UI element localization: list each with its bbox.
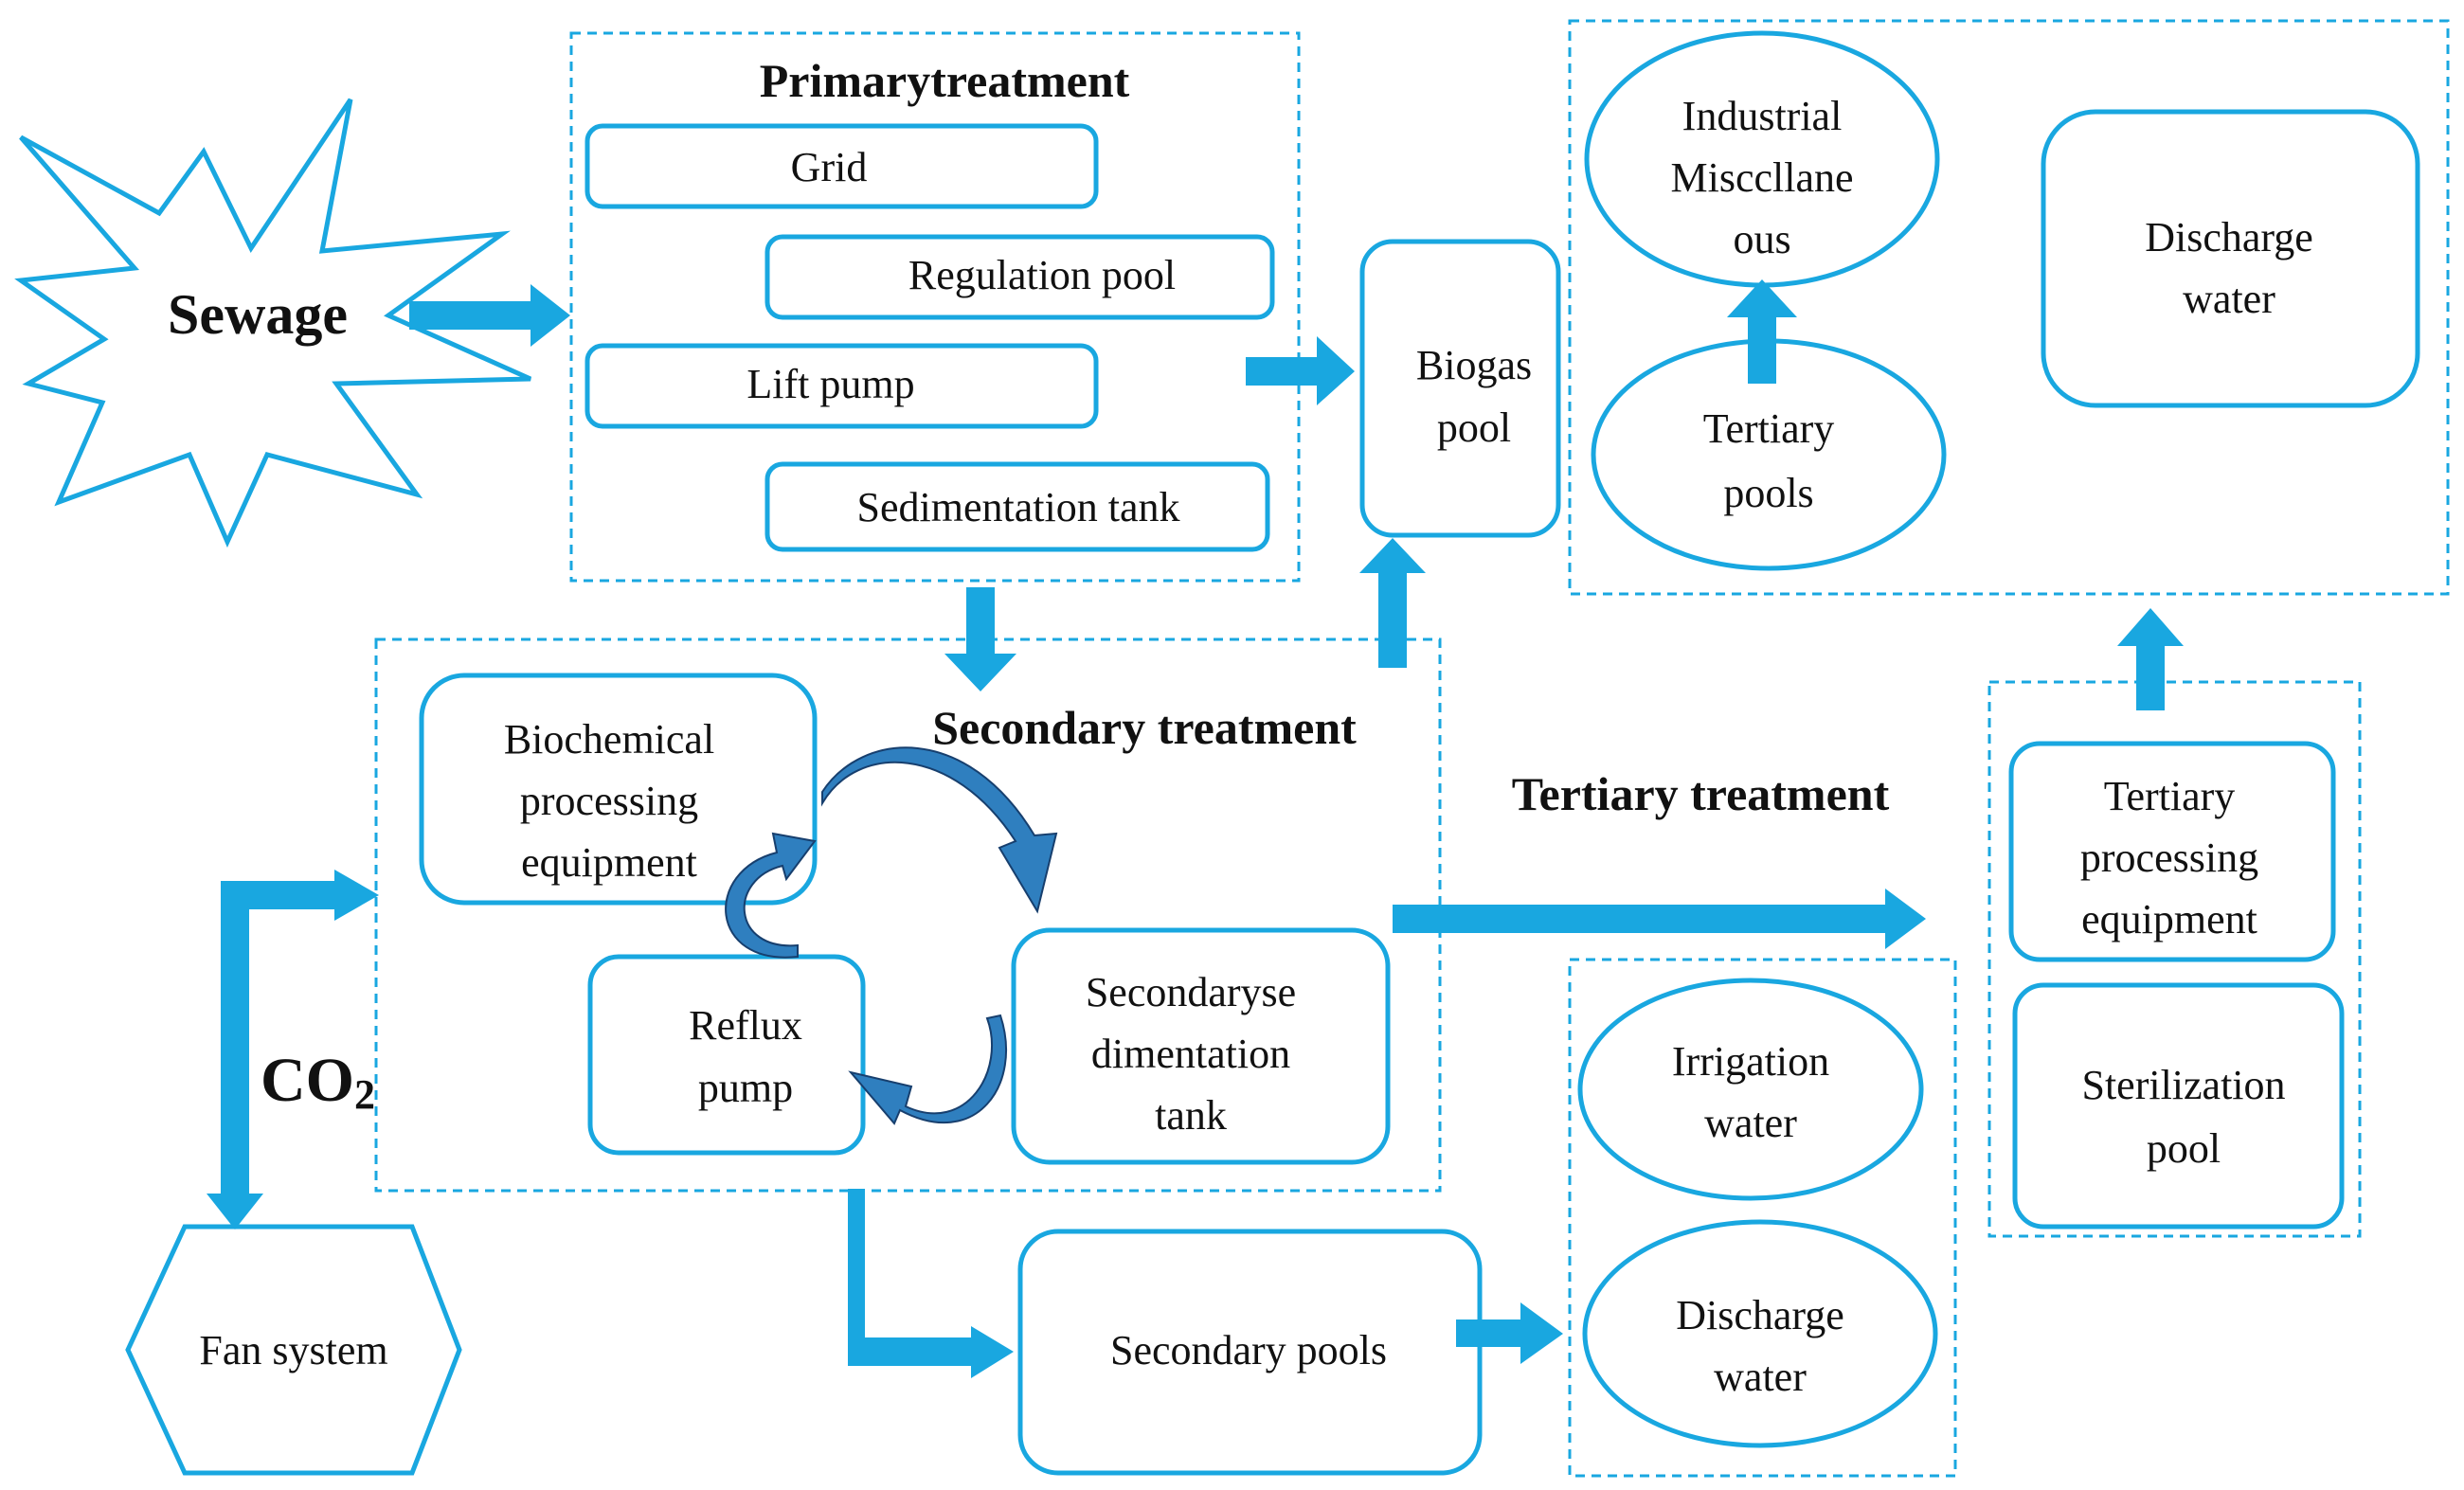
biochemical-line-2: processing [520, 778, 698, 824]
sterilization-pool-line-2: pool [2147, 1125, 2221, 1172]
flow-arrows [207, 279, 2184, 1378]
discharge-bottom-line-2: water [1714, 1354, 1807, 1400]
tertiary-processing-line-1: Tertiary [2104, 773, 2236, 819]
sterilization-pool-line-1: Sterilization [2081, 1062, 2285, 1108]
fan-system-hexagon [125, 1224, 462, 1476]
reflux-pump-line-1: Reflux [689, 1002, 802, 1049]
discharge-bottom-line-1: Discharge [1676, 1292, 1844, 1338]
biogas-pool-node: Biogas pool [1359, 239, 1561, 538]
tertiary-pools-line-1: Tertiary [1703, 405, 1835, 452]
biogas-pool-line-1: Biogas [1416, 342, 1532, 388]
irrigation-line-2: water [1704, 1100, 1797, 1146]
tertiary-pools-line-2: pools [1723, 470, 1813, 516]
tertiary-processing-box [2008, 741, 2336, 962]
biogas-pool-line-2: pool [1437, 404, 1511, 451]
irrigation-line-1: Irrigation [1672, 1038, 1829, 1085]
tertiary-processing-group [1987, 680, 2362, 1238]
secondary-pools-node: Secondary pools [1017, 1229, 1483, 1476]
sewage-starburst-icon [14, 98, 532, 548]
sewage-label: Sewage [168, 283, 348, 346]
fan-system-label: Fan system [199, 1327, 387, 1373]
tertiary-treatment-label: Tertiary treatment [1512, 767, 1890, 820]
secondary-treatment-title: Secondary treatment [932, 701, 1357, 754]
primary-treatment-title: Primarytreatment [760, 54, 1130, 107]
reflux-pump-line-2: pump [698, 1065, 793, 1111]
irrigation-water-ellipse [1577, 978, 1924, 1201]
secondary-sedimentation-line-1: Secondaryse [1086, 969, 1296, 1015]
tertiary-processing-line-3: equipment [2081, 896, 2257, 942]
arrow-primary-to-secondary [944, 587, 1016, 691]
lift-pump-label: Lift pump [746, 361, 914, 407]
tertiary-top-group [1568, 19, 2450, 596]
biochemical-line-3: equipment [521, 839, 697, 886]
regulation-pool-box [764, 234, 1275, 320]
co2-subscript: 2 [354, 1071, 375, 1118]
curved-arrow-biochem-to-sedimentation [821, 746, 1058, 914]
discharge-water-top-line-2: water [2183, 276, 2275, 322]
regulation-pool-node: Regulation pool [764, 234, 1275, 320]
biochemical-box [419, 673, 818, 906]
secondary-pools-label: Secondary pools [1110, 1327, 1387, 1373]
industrial-line-2: Misccllane [1670, 154, 1853, 201]
industrial-miscellaneous-node: Industrial Misccllane ous [1584, 30, 1940, 288]
discharge-water-top-line-1: Discharge [2145, 214, 2313, 260]
secondary-sedimentation-line-2: dimentation [1091, 1031, 1290, 1077]
arrow-tertiary-pools-to-industrial [1727, 279, 1797, 384]
discharge-water-bottom-node: Discharge water [1582, 1219, 1938, 1448]
sedimentation-tank-box [764, 461, 1270, 552]
arrow-secondary-to-secondary-pools [848, 1189, 1014, 1378]
biochemical-node: Biochemical processing equipment [419, 673, 818, 906]
secondary-pools-box [1017, 1229, 1483, 1476]
discharge-water-top-node: Discharge water [2041, 109, 2420, 408]
arrow-secondary-pools-to-discharge [1456, 1302, 1563, 1364]
arrow-secondary-to-tertiary [1393, 889, 1926, 949]
co2-label: CO2 [261, 1046, 375, 1118]
curved-arrow-reflux-to-biochem [725, 832, 817, 959]
co2-main: CO [261, 1046, 354, 1115]
arrow-sewage-to-primary [409, 284, 570, 347]
industrial-line-1: Industrial [1682, 93, 1843, 139]
sedimentation-tank-node: Sedimentation tank [764, 461, 1270, 552]
irrigation-water-node: Irrigation water [1577, 978, 1924, 1201]
arrow-tertiary-equipment-to-top [2117, 608, 2184, 710]
arrow-co2-to-secondary [207, 870, 379, 1230]
primary-treatment-group [569, 31, 1301, 583]
discharge-water-top-box [2041, 109, 2420, 408]
grid-label: Grid [791, 144, 868, 190]
reflux-pump-node: Reflux pump [587, 954, 866, 1156]
curved-arrow-sedimentation-to-reflux [848, 1014, 1007, 1125]
sterilization-pool-box [2012, 982, 2345, 1230]
secondary-sedimentation-line-3: tank [1155, 1092, 1227, 1139]
grid-box [585, 123, 1099, 209]
circulation-arrows [725, 746, 1058, 1125]
grid-node: Grid [585, 123, 1099, 209]
biogas-pool-box [1359, 239, 1561, 538]
lift-pump-node: Lift pump [585, 343, 1099, 429]
lift-pump-box [585, 343, 1099, 429]
fan-system-node: Fan system [125, 1224, 462, 1476]
tertiary-pools-node: Tertiary pools [1591, 338, 1947, 571]
reflux-pump-box [587, 954, 866, 1156]
secondary-sedimentation-node: Secondaryse dimentation tank [1011, 927, 1391, 1165]
tertiary-processing-node: Tertiary processing equipment [2008, 741, 2336, 962]
arrow-primary-to-biogas [1246, 336, 1355, 405]
regulation-pool-label: Regulation pool [908, 252, 1176, 298]
arrow-secondary-to-biogas [1359, 538, 1426, 668]
discharge-water-bottom-ellipse [1582, 1219, 1938, 1448]
sedimentation-tank-label: Sedimentation tank [857, 484, 1180, 530]
secondary-sedimentation-box [1011, 927, 1391, 1165]
sterilization-pool-node: Sterilization pool [2012, 982, 2345, 1230]
sewage-node: Sewage [14, 98, 532, 548]
industrial-line-3: ous [1733, 216, 1790, 262]
tertiary-processing-line-2: processing [2080, 835, 2258, 881]
biochemical-line-1: Biochemical [504, 716, 714, 763]
